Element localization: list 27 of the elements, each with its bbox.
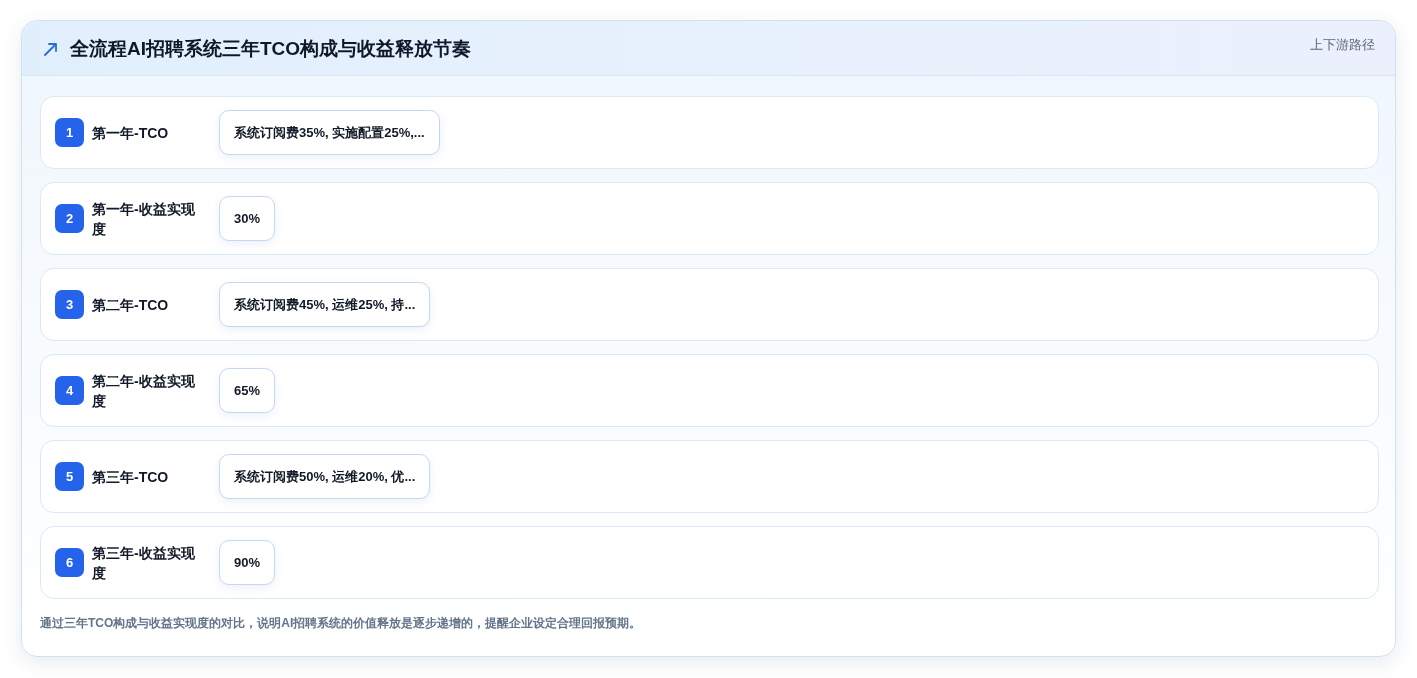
step-number-badge: 1 — [55, 118, 84, 147]
row-card — [40, 96, 1379, 169]
step-number-badge: 4 — [55, 376, 84, 405]
row-card — [40, 354, 1379, 427]
caption-text: 通过三年TCO构成与收益实现度的对比，说明AI招聘系统的价值释放是逐步递增的，提醒企业设定合理回报预期。 — [40, 615, 642, 631]
row-label: 第一年-TCO — [92, 123, 170, 143]
value-pill: 系统订阅费50%, 运维20%, 优... — [219, 454, 431, 499]
value-pill: 65% — [219, 368, 276, 413]
value-pill: 系统订阅费45%, 运维25%, 持... — [219, 282, 431, 327]
row-label: 第三年-TCO — [92, 467, 170, 487]
step-number-badge: 5 — [55, 462, 84, 491]
value-pill: 30% — [219, 196, 276, 241]
step-number-badge: 6 — [55, 548, 84, 577]
row-card — [40, 182, 1379, 255]
row-label: 第一年-收益实现度 — [92, 199, 196, 239]
value-pill: 系统订阅费35%, 实施配置25%,... — [219, 110, 440, 155]
row-label: 第二年-收益实现度 — [92, 371, 196, 411]
row-label: 第三年-收益实现度 — [92, 543, 196, 583]
row-card — [40, 526, 1379, 599]
row-card — [40, 268, 1379, 341]
row-card — [40, 440, 1379, 513]
diagram-title: 全流程AI招聘系统三年TCO构成与收益释放节奏 — [70, 37, 472, 61]
row-label: 第二年-TCO — [92, 295, 170, 315]
value-pill: 90% — [219, 540, 276, 585]
header-note: 上下游路径 — [1310, 36, 1375, 54]
step-number-badge: 3 — [55, 290, 84, 319]
step-number-badge: 2 — [55, 204, 84, 233]
